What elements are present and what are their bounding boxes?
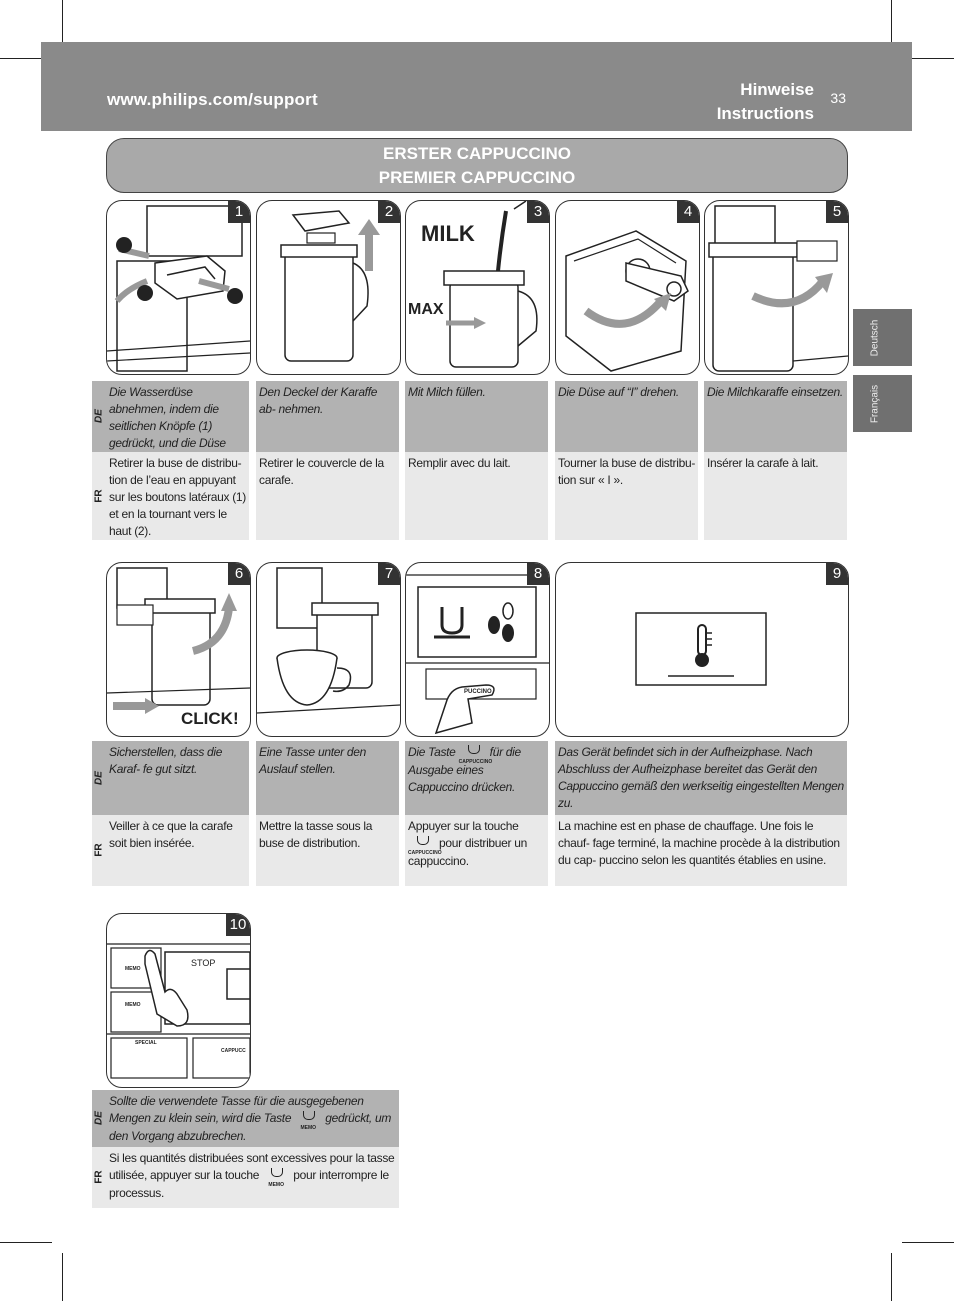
section-title-fr: PREMIER CAPPUCCINO [378,168,576,187]
step-8-de: Die Taste CAPPUCCINO für die Ausgabe ein… [405,741,548,815]
machine-nozzle-illustration [107,205,250,372]
step-illustration-7: 7 [256,562,401,737]
stop-memo-illustration [107,943,250,1079]
section-title-de: ERSTER CAPPUCCINO [383,144,571,163]
step-number: 9 [826,563,848,585]
step-number: 10 [226,914,250,936]
lang-code: DE [93,1111,105,1125]
crop-mark [891,0,892,48]
step-4-fr: Tourner la buse de distribu- tion sur « … [555,452,698,540]
step-3-fr: Remplir avec du lait. [405,452,548,540]
header-title: Hinweise Instructions [717,78,814,126]
step-6-fr: Veiller à ce que la carafe soit bien ins… [106,815,249,886]
carafe-lid-illustration [280,210,380,362]
section-title: ERSTER CAPPUCCINO PREMIER CAPPUCCINO [106,138,848,193]
crop-mark [902,58,954,59]
lang-label-fr: FR [92,815,106,886]
lang-code: FR [93,843,105,857]
heating-display-illustration [635,612,767,686]
step-illustration-2: 2 [256,200,401,375]
step-illustration-5: 5 [704,200,849,375]
press-cappuccino-illustration [406,574,549,735]
lang-label-fr: FR [92,452,106,540]
memo-label: MEMO [125,966,141,972]
cup-under-spout-illustration [257,567,400,714]
cappuccino-label: CAPPUCC [221,1048,246,1054]
side-tab-deutsch: Deutsch [853,309,912,366]
side-tab-label: Français [869,384,881,423]
memo-key-icon: MEMO [262,1167,290,1188]
lang-label-fr: FR [92,1147,106,1208]
header-title-fr: Instructions [716,104,814,123]
step-2-fr: Retirer le couvercle de la carafe. [256,452,399,540]
step-number: 3 [527,201,549,223]
step-number: 5 [826,201,848,223]
cappuccino-key-icon: CAPPUCCINO [459,744,492,765]
side-tab-label: Deutsch [869,319,881,356]
step-7-de: Eine Tasse unter den Auslauf stellen. [256,741,399,815]
step-7-fr: Mettre la tasse sous la buse de distribu… [256,815,399,886]
support-url: www.philips.com/support [107,90,318,109]
lang-code: DE [93,771,105,785]
step-number: 4 [677,201,699,223]
step-6-de: Sicherstellen, dass die Karaf- fe gut si… [106,741,249,815]
page-number: 33 [830,90,846,106]
max-label: MAX [408,301,444,318]
step-illustration-9: 9 [555,562,849,737]
crop-mark [62,0,63,48]
step-illustration-6: CLICK! 6 [106,562,251,737]
special-label: SPECIAL [135,1040,157,1046]
step-3-de: Mit Milch füllen. [405,381,548,452]
step-5-de: Die Milchkaraffe einsetzen. [704,381,847,452]
step-illustration-8: PUCCINO 8 [405,562,550,737]
lang-label-de: DE [92,1090,106,1147]
crop-mark [902,1242,954,1243]
memo-key-icon: MEMO [294,1110,322,1131]
lang-code: FR [93,1170,105,1184]
crop-mark [891,1253,892,1301]
step-number: 7 [378,563,400,585]
step-10-de: Sollte die verwendete Tasse für die ausg… [106,1090,399,1147]
cappuccino-key-icon: CAPPUCCINO [408,835,442,856]
step-number: 1 [228,201,250,223]
header-title-de: Hinweise [740,80,814,99]
step-9-de: Das Gerät befindet sich in der Aufheizph… [555,741,847,815]
lang-label-de: DE [92,381,106,452]
step-5-fr: Insérer la carafe à lait. [704,452,847,540]
step-4-de: Die Düse auf “I” drehen. [555,381,698,452]
step-1-fr: Retirer la buse de distribu- tion de l’e… [106,452,249,540]
step-illustration-4: 4 [555,200,700,375]
stop-label: STOP [191,958,216,968]
click-label: CLICK! [181,709,239,728]
lang-label-de: DE [92,741,106,815]
milk-label: MILK [421,221,475,246]
step-8-fr: Appuyer sur la touche CAPPUCCINO pour di… [405,815,548,886]
step-number: 8 [527,563,549,585]
rotate-nozzle-illustration [565,230,689,372]
cappuccino-button-label: PUCCINO [464,689,492,695]
insert-carafe-illustration [708,205,848,372]
step-10-fr: Si les quantités distribuées sont excess… [106,1147,399,1208]
carafe-seated-illustration [107,567,250,714]
step-1-de: Die Wasserdüse abnehmen, indem die seitl… [106,381,249,484]
lang-code: DE [93,409,105,423]
fill-milk-illustration [443,201,538,368]
crop-mark [62,1253,63,1301]
lang-code: FR [93,489,105,503]
step-illustration-3: MILK MAX 3 [405,200,550,375]
step-2-de: Den Deckel der Karaffe ab- nehmen. [256,381,399,452]
crop-mark [0,1242,52,1243]
step-number: 2 [378,201,400,223]
step-9-fr: La machine est en phase de chauffage. Un… [555,815,847,886]
step-illustration-1: 1 [106,200,251,375]
step-illustration-10: MEMO MEMO STOP SPECIAL CAPPUCC 10 [106,913,251,1088]
memo-label: MEMO [125,1002,141,1008]
crop-mark [0,58,52,59]
step-number: 6 [228,563,250,585]
side-tab-francais: Français [853,375,912,432]
page-header: www.philips.com/support Hinweise Instruc… [41,42,912,131]
